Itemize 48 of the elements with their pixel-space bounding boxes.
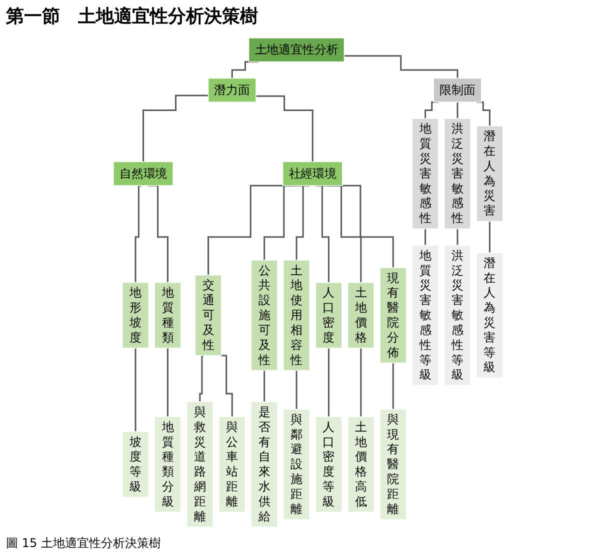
node-box: 地質種類 (154, 282, 182, 348)
node-box: 潛力面 (208, 78, 256, 102)
connector (199, 354, 204, 403)
node-box: 洪泛災害敏感性 (444, 118, 471, 230)
node-box: 土地價格高低 (347, 416, 374, 512)
connector (256, 95, 314, 162)
node-box: 土地使用相容性 (282, 260, 310, 371)
node-box: 土地適宜性分析 (248, 38, 344, 62)
connector (360, 347, 362, 418)
connector (220, 354, 233, 418)
connector (328, 347, 330, 418)
connector (344, 55, 458, 79)
connector (134, 184, 142, 284)
connector (456, 101, 458, 120)
node-box: 是否有自來水供給 (250, 401, 278, 528)
figure-caption: 圖 15 土地適宜性分析決策樹 (6, 535, 162, 552)
connector (392, 362, 394, 410)
node-box: 人口密度 (315, 282, 342, 348)
node-box: 洪泛災害敏感性等級 (444, 244, 471, 386)
node-box: 與鄰避設施距離 (282, 408, 310, 520)
connector (263, 370, 265, 403)
node-box: 公共設施可及性 (250, 260, 278, 371)
node-box: 地質災害敏感性等級 (412, 244, 439, 386)
node-box: 潛在人為災害等級 (476, 252, 504, 378)
node-box: 地質災害敏感性 (412, 118, 439, 230)
connector (424, 228, 426, 246)
node-box: 坡度等級 (122, 431, 149, 498)
node-box: 土地價格 (347, 282, 374, 348)
node-box: 人口密度等級 (315, 416, 342, 512)
connector (296, 370, 298, 410)
connector (134, 347, 136, 432)
node-box: 地形坡度 (122, 282, 149, 348)
node-box: 潛在人為災害 (476, 126, 504, 222)
node-box: 交通可及性 (194, 274, 222, 356)
node-box: 限制面 (433, 78, 482, 102)
node-box: 與現有醫院距離 (379, 408, 406, 520)
node-box: 自然環境 (112, 161, 174, 186)
connector (142, 94, 208, 162)
node-box: 與公車站距離 (218, 416, 246, 512)
connector (456, 228, 458, 246)
connector (231, 61, 258, 79)
connector (488, 220, 490, 254)
node-box: 社經環境 (282, 161, 343, 186)
node-box: 與救災道路網距離 (186, 401, 214, 528)
node-box: 現有醫院分佈 (379, 267, 406, 364)
connector (166, 347, 168, 418)
node-box: 地質種類分級 (154, 416, 182, 512)
page-title: 第一節 土地適宜性分析決策樹 (6, 5, 259, 28)
